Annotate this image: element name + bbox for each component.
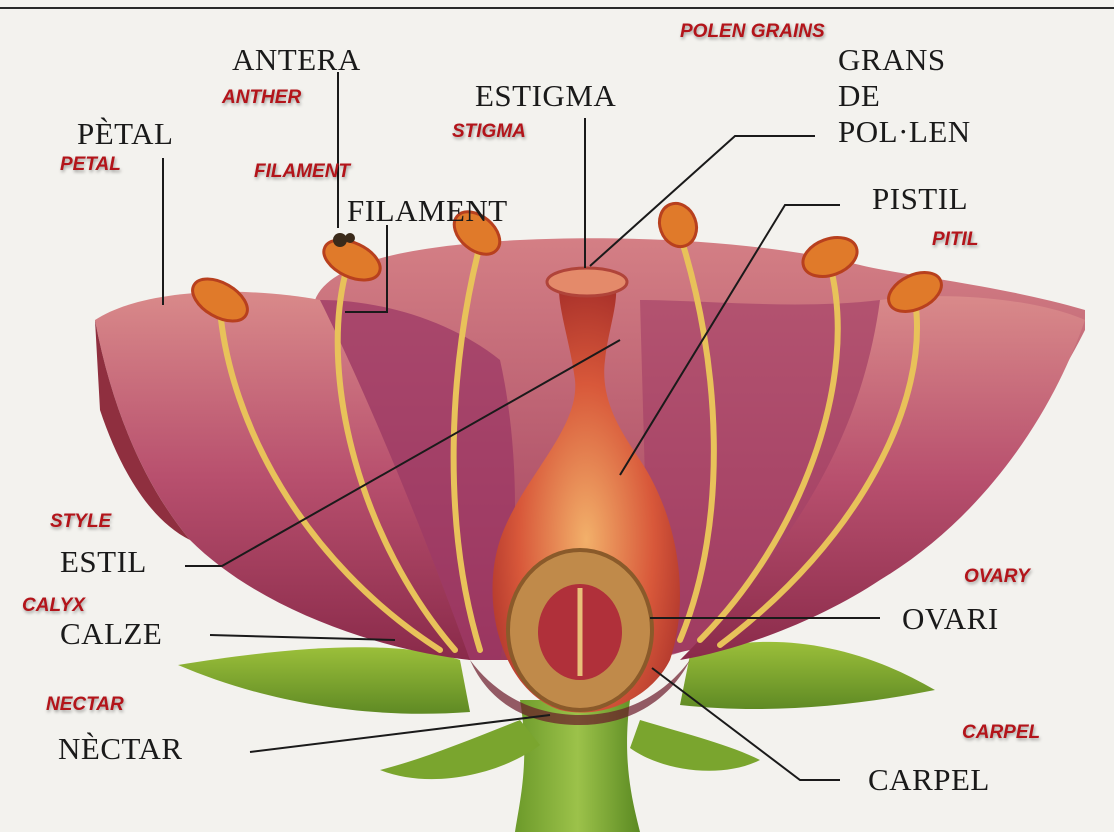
- label-ovari: OVARI: [902, 603, 999, 634]
- label-antera: ANTERA: [232, 44, 361, 75]
- en-label-anther: ANTHER: [222, 88, 301, 107]
- en-label-style: STYLE: [50, 512, 111, 531]
- label-estil: ESTIL: [60, 546, 147, 577]
- label-pollen: POL·LEN: [838, 116, 971, 147]
- label-carpel: CARPEL: [868, 764, 990, 795]
- label-filament: FILAMENT: [347, 195, 508, 226]
- label-estigma: ESTIGMA: [475, 80, 616, 111]
- en-label-petal: PETAL: [60, 155, 121, 174]
- en-label-ovary: OVARY: [964, 567, 1030, 586]
- label-grans: GRANS: [838, 44, 946, 75]
- label-petal: PÈTAL: [77, 118, 173, 149]
- label-pistil: PISTIL: [872, 183, 968, 214]
- en-label-calyx: CALYX: [22, 596, 85, 615]
- en-label-stigma: STIGMA: [452, 122, 526, 141]
- en-label-nectar: NECTAR: [46, 695, 124, 714]
- label-calze: CALZE: [60, 618, 162, 649]
- en-label-polen-grains: POLEN GRAINS: [680, 22, 825, 41]
- en-label-carpel: CARPEL: [962, 723, 1040, 742]
- stigma: [547, 268, 627, 296]
- label-nectar: NÈCTAR: [58, 733, 183, 764]
- en-label-filament: FILAMENT: [254, 162, 350, 181]
- label-de: DE: [838, 80, 880, 111]
- en-label-pitil: PITIL: [932, 230, 978, 249]
